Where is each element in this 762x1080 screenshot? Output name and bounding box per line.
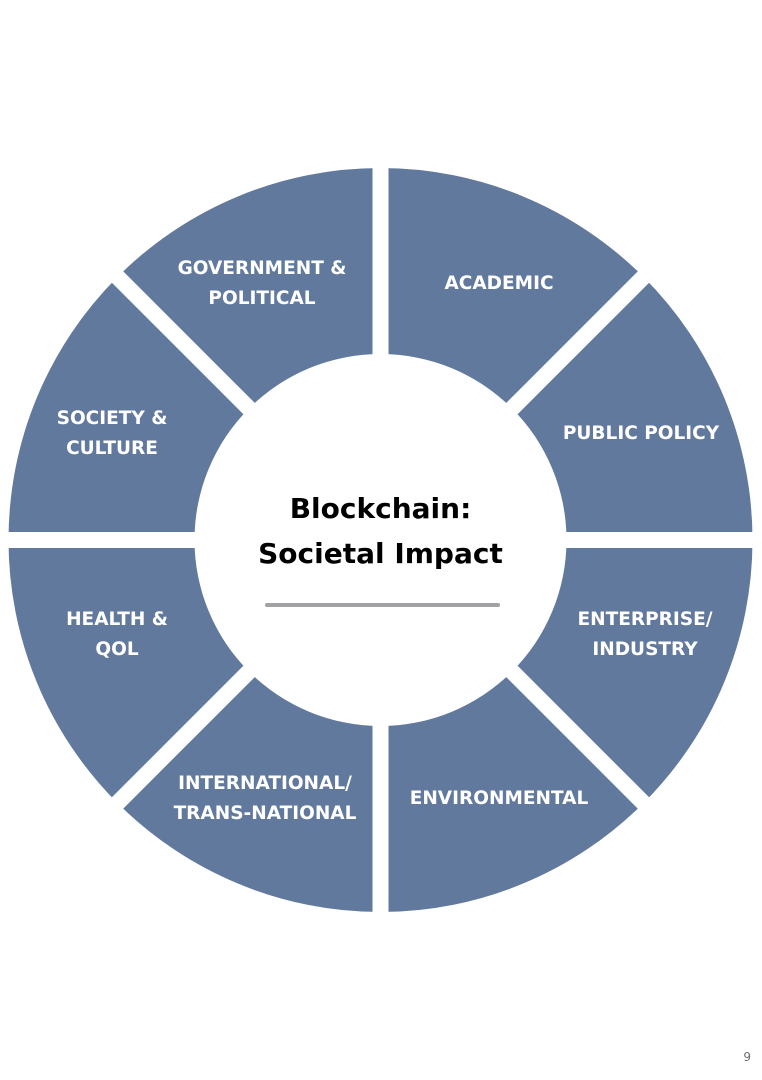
segment-labels: ACADEMIC PUBLIC POLICY ENTERPRISE/INDUSTRY… (57, 258, 720, 824)
page-number: 9 (743, 1050, 751, 1064)
segment-label-society-culture: SOCIETY & CULTURE (57, 408, 168, 459)
segment-label-environmental: ENVIRONMENTAL (410, 788, 589, 809)
segment-label-line: ENVIRONMENTAL (410, 788, 589, 809)
segment-label-line: POLITICAL (208, 288, 315, 309)
segment-label-line: INTERNATIONAL/ (178, 773, 352, 794)
segment-label-line: PUBLIC POLICY (563, 423, 720, 444)
center-title-line-2: Societal Impact (258, 537, 503, 570)
segment-label-line: HEALTH & (66, 609, 168, 630)
center-title-line-1: Blockchain: (290, 492, 472, 525)
segment-label-international-trans-national: INTERNATIONAL/TRANS-NATIONAL (174, 773, 357, 824)
segment-label-public-policy: PUBLIC POLICY (563, 423, 720, 444)
center-disc (194, 354, 567, 726)
segment-label-line: CULTURE (66, 438, 158, 459)
segment-label-line: ENTERPRISE/ (577, 609, 712, 630)
segment-label-line: ACADEMIC (444, 273, 553, 294)
segment-label-health-qol: HEALTH & QOL (66, 609, 168, 660)
segment-label-line: QOL (95, 639, 138, 660)
segment-label-line: TRANS-NATIONAL (174, 803, 357, 824)
segment-label-line: GOVERNMENT & (178, 258, 347, 279)
segment-label-line: SOCIETY & (57, 408, 168, 429)
segment-label-academic: ACADEMIC (444, 273, 553, 294)
segment-label-line: INDUSTRY (592, 639, 698, 660)
segment-label-government-political: GOVERNMENT & POLITICAL (178, 258, 347, 309)
segment-label-enterprise-industry: ENTERPRISE/INDUSTRY (577, 609, 712, 660)
